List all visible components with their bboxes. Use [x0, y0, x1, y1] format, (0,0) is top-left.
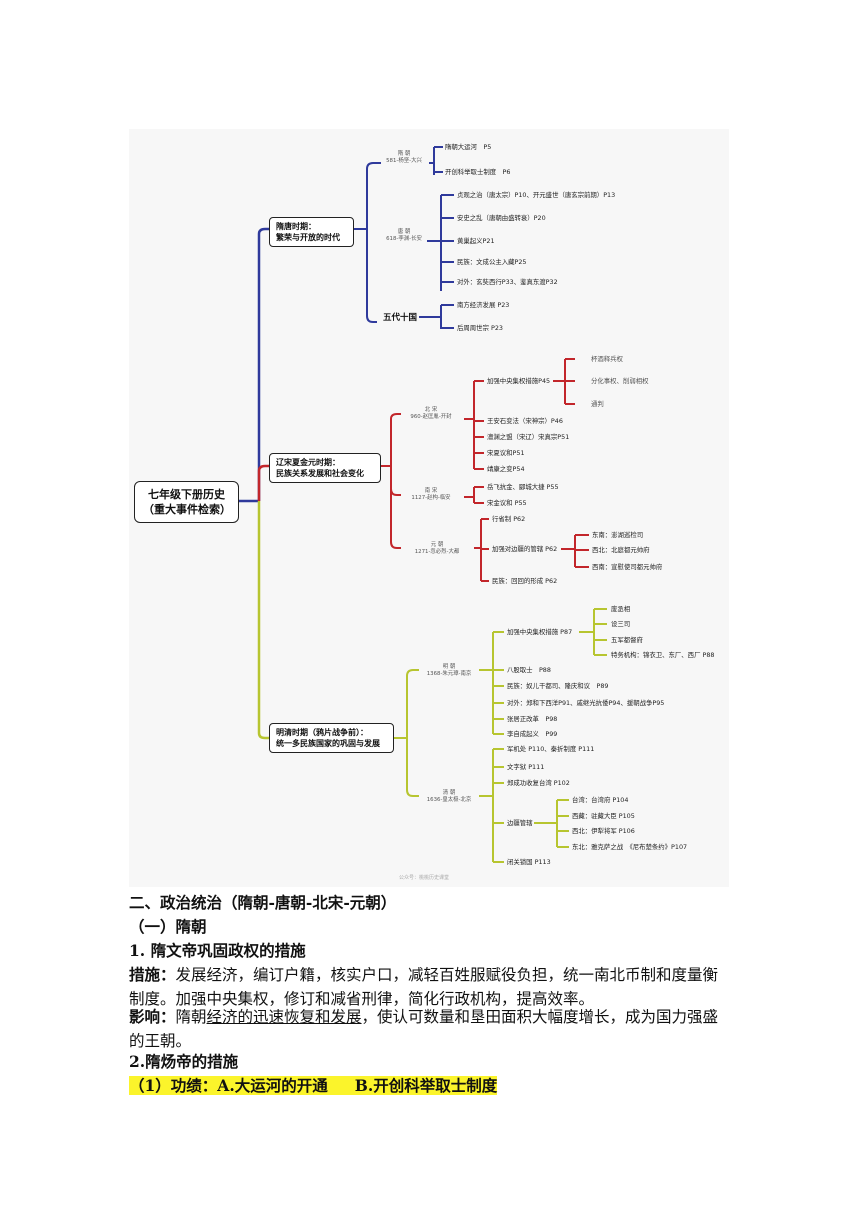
dynasty-ming: 明 朝 1368-朱元璋-南京 — [426, 664, 472, 677]
measure-node: 废丞相 — [611, 605, 631, 613]
event-node: 闭关锁国 P113 — [507, 858, 551, 866]
dynasty-tang: 唐 朝 618-李渊-长安 — [386, 229, 422, 242]
mindmap-root: 七年级下册历史 （重大事件检索） — [134, 481, 239, 523]
event-node: 对外：玄奘西行P33、鉴真东渡P32 — [457, 278, 558, 286]
event-node: 李自成起义 P99 — [507, 730, 558, 738]
dynasty-sui: 隋 朝 581-杨坚-大兴 — [386, 151, 422, 164]
dynasty-wudai: 五代十国 — [383, 313, 418, 323]
measure-node: 五军都督府 — [611, 636, 643, 644]
sec2-heading: 2.隋炀帝的措施 — [129, 1052, 239, 1071]
event-node: 贞观之治（唐太宗）P10、开元盛世（唐玄宗前期）P13 — [457, 191, 616, 199]
event-node: 文字狱 P111 — [507, 763, 545, 771]
measure-node: 西北：伊犁将军 P106 — [572, 827, 635, 835]
measures-paragraph: 措施：发展经济，编订户籍，核实户口，减轻百姓服赋役负担，统一南北币制和度量衡制度… — [129, 965, 719, 1008]
measure-node: 杯酒释兵权 — [591, 355, 623, 363]
event-node: 澶渊之盟（宋辽）宋真宗P51 — [487, 433, 570, 441]
measure-node: 台湾：台湾府 P104 — [572, 796, 629, 804]
dynasty-qing: 清 朝 1636-皇太极-北京 — [426, 790, 472, 803]
event-node: 加强中央集权措施P45 — [487, 377, 551, 385]
event-node: 张居正改革 P98 — [507, 715, 558, 723]
branch-liao-song: 辽宋夏金元时期： 民族关系发展和社会变化 — [269, 453, 381, 483]
event-node: 后周周世宗 P23 — [457, 324, 503, 332]
event-node: 军机处 P110、秦折制度 P111 — [507, 745, 595, 753]
mind-map: 七年级下册历史 （重大事件检索） 隋唐时期： 繁荣与开放的时代 隋 朝 581-… — [129, 129, 729, 887]
watermark: 公众号：桃桃历史课堂 — [399, 875, 450, 881]
sec1-heading: 1. 隋文帝巩固政权的措施 — [129, 941, 306, 960]
mind-map-lines — [239, 146, 607, 863]
event-node: 宋夏议和P51 — [487, 449, 525, 457]
measure-node: 西南：宣慰使司都元帅府 — [592, 563, 663, 571]
achievements-line: （1）功绩：A.大运河的开通 B.开创科举取士制度 — [129, 1076, 498, 1095]
event-node: 岳飞抗金、郾城大捷 P55 — [487, 483, 559, 491]
event-node: 黄巢起义P21 — [457, 237, 495, 245]
section-heading: 二、政治统治（隋朝-唐朝-北宋-元朝） — [129, 893, 397, 912]
measure-node: 东北：雅克萨之战 《尼布楚条约》P107 — [572, 843, 688, 851]
event-node: 王安石变法（宋神宗）P46 — [487, 417, 563, 425]
event-node: 民族：奴儿干都司、隆庆和议 P89 — [507, 682, 609, 690]
event-node: 对外：郑和下西洋P91、戚继光抗倭P94、援朝战争P95 — [507, 699, 665, 707]
measure-node: 特务机构：锦衣卫、东厂、西厂 P88 — [611, 651, 715, 659]
event-node: 加强中央集权措施 P87 — [507, 628, 573, 636]
dynasty-beisong: 北 宋 960-赵匡胤-开封 — [410, 407, 452, 420]
event-node: 边疆管辖 — [507, 819, 533, 827]
event-node: 隋朝大运河 P5 — [445, 143, 492, 151]
event-node: 宋金议和 P55 — [487, 499, 527, 507]
event-node: 八股取士 P88 — [507, 666, 551, 674]
subsection-heading: （一）隋朝 — [129, 917, 207, 936]
event-node: 加强对边疆的管辖 P62 — [492, 545, 558, 553]
event-node: 民族：文成公主入藏P25 — [457, 258, 527, 266]
measure-node: 设三司 — [611, 620, 631, 628]
event-node: 民族：回回的形成 P62 — [492, 577, 558, 585]
event-node: 靖康之变P54 — [487, 465, 525, 473]
measure-node: 东南：澎湖巡检司 — [592, 531, 644, 539]
branch-ming-qing: 明清时期（鸦片战争前）： 统一多民族国家的巩固与发展 — [269, 723, 394, 753]
measure-node: 西北：北庭都元帅府 — [592, 546, 650, 554]
event-node: 安史之乱（唐朝由盛转衰）P20 — [457, 214, 546, 222]
measure-node: 通判 — [591, 400, 604, 408]
event-node: 南方经济发展 P23 — [457, 301, 510, 309]
measure-node: 分化事权、削弱相权 — [591, 377, 649, 385]
impact-paragraph: 影响：隋朝经济的迅速恢复和发展，使认可数量和垦田面积大幅度增长，成为国力强盛的王… — [129, 1007, 719, 1050]
dynasty-yuan: 元 朝 1271-忽必烈-大都 — [414, 542, 460, 555]
event-node: 郑成功收复台湾 P102 — [507, 779, 570, 787]
measure-node: 西藏：驻藏大臣 P105 — [572, 812, 635, 820]
event-node: 行省制 P62 — [492, 515, 526, 523]
branch-sui-tang: 隋唐时期： 繁荣与开放的时代 — [269, 217, 354, 247]
event-node: 开创科举取士制度 P6 — [445, 168, 511, 176]
dynasty-nansong: 南 宋 1127-赵构-临安 — [411, 488, 451, 501]
